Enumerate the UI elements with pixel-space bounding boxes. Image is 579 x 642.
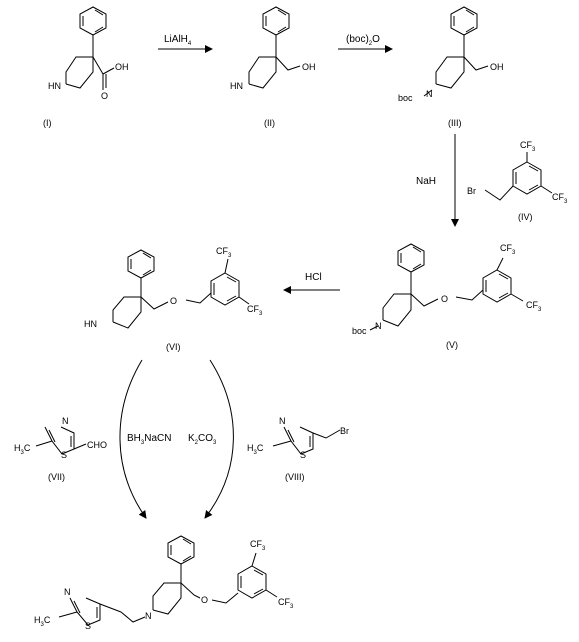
compound-vi-cf3-right: CF3 (247, 304, 263, 317)
compound-vii-structure (35, 426, 87, 455)
compound-viii-ch3: H3C (247, 443, 264, 456)
compound-vii-n: N (62, 416, 69, 426)
compound-iv-label: (IV) (518, 212, 533, 222)
compound-iii-oh: OH (490, 62, 504, 72)
product-thiazole-s: S (85, 621, 91, 631)
product-cf3-right: CF3 (278, 597, 294, 610)
product-cf3-top: CF3 (250, 539, 266, 552)
compound-iv-br: Br (467, 186, 476, 196)
product-n: N (145, 611, 152, 621)
compound-iv-cf3-top: CF3 (520, 140, 536, 153)
reagent-hcl: HCl (305, 272, 322, 283)
compound-vi-nh: HN (84, 319, 97, 329)
compound-ii-structure (248, 6, 301, 89)
product-structure (58, 535, 278, 626)
compound-i-structure (65, 6, 115, 90)
compound-v-boc: boc (352, 326, 367, 336)
reagent-lialh4: LiAlH4 (164, 34, 192, 47)
compound-v-cf3-right: CF3 (526, 300, 542, 313)
compound-iii-structure (423, 6, 489, 97)
compound-ii-oh: OH (302, 62, 316, 72)
compound-i-label: (I) (43, 118, 52, 128)
compound-iii-boc: boc (398, 93, 413, 103)
product-ch3: H3C (34, 615, 51, 628)
compound-ii-nh: HN (230, 81, 243, 91)
compound-vi-structure (112, 249, 250, 329)
compound-iv-cf3-right: CF3 (552, 192, 568, 205)
compound-iii-label: (III) (448, 118, 462, 128)
compound-vi-o: O (170, 296, 177, 306)
compound-v-cf3-top: CF3 (500, 243, 516, 256)
compound-ii-label: (II) (264, 118, 275, 128)
compound-viii-br: Br (340, 426, 349, 436)
compound-viii-label: (VIII) (285, 472, 305, 482)
compound-vii-s: S (61, 450, 67, 460)
reagent-boc2o: (boc)2O (346, 34, 380, 47)
compound-v-structure (369, 243, 524, 331)
arrow-vi-to-product-right (204, 359, 234, 519)
compound-viii-s: S (300, 450, 306, 460)
product-thiazole-n: N (64, 587, 71, 597)
compound-vii-ch3: H3C (14, 443, 31, 456)
compound-i-oh: OH (115, 62, 129, 72)
product-o: O (201, 595, 208, 605)
compound-vii-label: (VII) (48, 472, 65, 482)
compound-v-n: N (375, 321, 382, 331)
compound-viii-structure (272, 426, 341, 455)
compound-vii-cho: CHO (87, 440, 107, 450)
compound-v-label: (V) (446, 340, 458, 350)
compound-i-o: O (101, 91, 108, 101)
reagent-nah: NaH (416, 176, 436, 187)
reagent-k2co3: K2CO3 (188, 433, 217, 446)
compound-iii-n: N (426, 89, 433, 99)
arrow-vi-to-product-left (119, 359, 147, 519)
compound-viii-n: N (279, 416, 286, 426)
compound-i-nh: HN (48, 81, 61, 91)
compound-v-o: O (441, 294, 448, 304)
compound-vi-label: (VI) (166, 342, 181, 352)
compound-iv-structure (484, 152, 553, 201)
compound-vi-cf3-top: CF3 (216, 246, 232, 259)
reagent-bh3nacn: BH3NaCN (127, 433, 171, 446)
